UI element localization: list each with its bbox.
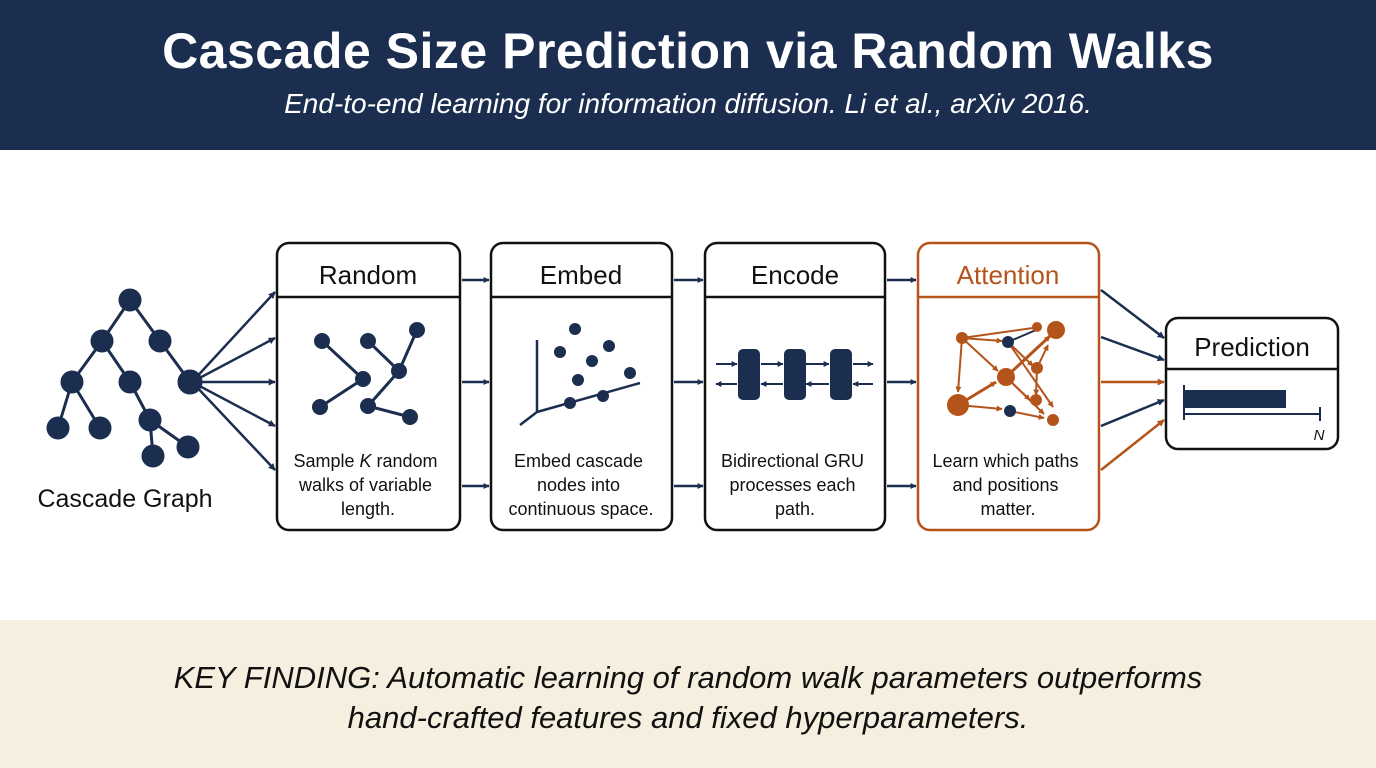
bidirectional-gru-icon <box>715 349 874 400</box>
stage-attention-desc: Learn which paths and positions matter. <box>932 451 1083 519</box>
header-banner: Cascade Size Prediction via Random Walks… <box>0 0 1376 150</box>
stage-embed-title: Embed <box>540 260 622 290</box>
key-finding-panel: KEY FINDING: Automatic learning of rando… <box>0 620 1376 768</box>
embedding-space-icon <box>519 323 641 426</box>
stage-random-desc: Sample K random walks of variable length… <box>293 451 442 519</box>
stage-random-title: Random <box>319 260 417 290</box>
arrows-attention-to-prediction <box>1100 289 1165 471</box>
attention-graph-icon <box>947 321 1065 426</box>
arrows-embed-to-encode <box>674 277 704 489</box>
key-finding-line-1: KEY FINDING: Automatic learning of rando… <box>173 660 1203 695</box>
stage-embed-desc: Embed cascade nodes into continuous spac… <box>508 451 653 519</box>
stage-embed-box: Embed Embed cascade nodes into continuou <box>489 241 674 532</box>
input-fan-arrows <box>191 291 276 471</box>
prediction-axis-label: N <box>1314 427 1325 444</box>
stage-encode-box: Encode Bidirectional GRU processes each <box>703 241 887 532</box>
arrows-encode-to-attention <box>887 277 917 489</box>
prediction-title: Prediction <box>1194 332 1310 362</box>
random-walk-icon <box>312 322 425 425</box>
stage-attention-box: Attention <box>916 241 1101 532</box>
stage-encode-desc: Bidirectional GRU processes each path. <box>721 451 869 519</box>
page-subtitle: End-to-end learning for information diff… <box>284 88 1092 119</box>
stage-random-box: Random Sample K random walks of variable… <box>275 241 462 532</box>
cascade-graph-icon <box>46 288 203 468</box>
cascade-graph-label: Cascade Graph <box>37 485 212 513</box>
key-finding-line-2: hand-crafted features and fixed hyperpar… <box>347 700 1029 735</box>
prediction-box: Prediction N <box>1164 316 1340 451</box>
prediction-bar <box>1184 390 1286 408</box>
key-finding-text: KEY FINDING: Automatic learning of rando… <box>80 658 1296 738</box>
arrows-random-to-embed <box>462 277 490 489</box>
page-title: Cascade Size Prediction via Random Walks <box>162 23 1214 79</box>
stage-attention-title: Attention <box>957 260 1060 290</box>
stage-encode-title: Encode <box>751 260 839 290</box>
